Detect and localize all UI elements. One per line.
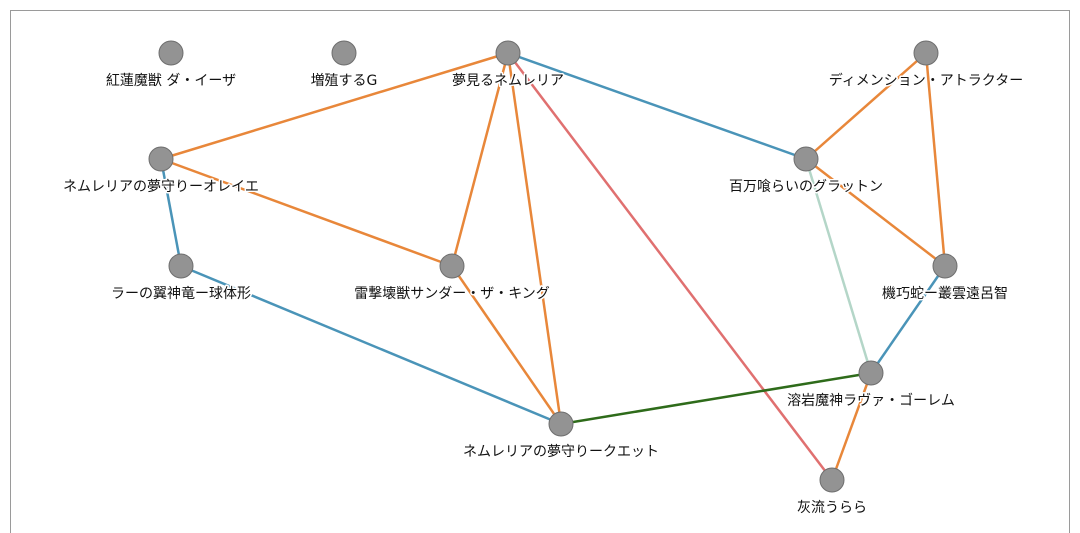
node-label-oreiye: ネムレリアの夢守りーオレイエ bbox=[63, 179, 259, 195]
node-label-thunder: 雷撃壊獣サンダー・ザ・キング bbox=[354, 286, 550, 302]
node-label-glutton: 百万喰らいのグラットン bbox=[729, 179, 883, 195]
edges-layer bbox=[159, 51, 947, 481]
edge-thunder-quetet bbox=[450, 265, 563, 425]
edge-kikoda-lava bbox=[869, 265, 947, 374]
edge-nemuleria-haiuru bbox=[507, 52, 833, 481]
edge-nemuleria-oreiye bbox=[160, 51, 509, 161]
node-lava[interactable] bbox=[858, 360, 884, 386]
edge-glutton-kikoda bbox=[805, 158, 946, 267]
labels-layer: 紅蓮魔獣 ダ・イーザ 増殖するG 夢見るネムレリア ディメンション・アトラクターネムレ… bbox=[62, 71, 1025, 518]
node-ra[interactable] bbox=[168, 253, 194, 279]
node-label-dimension: ディメンション・アトラクター bbox=[829, 72, 1023, 89]
node-label-nemuleria: 夢見るネムレリア bbox=[452, 73, 564, 89]
edge-lava-haiuru bbox=[830, 372, 873, 481]
edge-oreiye-thunder bbox=[160, 157, 453, 268]
edge-lava-quetet bbox=[560, 371, 872, 426]
node-haiuru[interactable] bbox=[819, 467, 845, 493]
node-quetet[interactable] bbox=[548, 411, 574, 437]
node-label-ra: ラーの翼神竜ー球体形 bbox=[111, 285, 251, 302]
node-label-quetet: ネムレリアの夢守りークエット bbox=[463, 444, 659, 460]
node-oreiye[interactable] bbox=[148, 146, 174, 172]
edge-dimension-kikoda bbox=[924, 52, 947, 267]
node-label-daiza: 紅蓮魔獣 ダ・イーザ bbox=[106, 73, 236, 89]
edge-nemuleria-thunder bbox=[450, 52, 510, 267]
node-label-zoshoku: 増殖するG bbox=[311, 72, 378, 89]
node-kikoda[interactable] bbox=[932, 253, 958, 279]
edge-dimension-glutton bbox=[805, 52, 927, 160]
node-glutton[interactable] bbox=[793, 146, 819, 172]
graph-frame bbox=[10, 10, 1070, 533]
node-nemuleria[interactable] bbox=[495, 40, 521, 66]
node-zoshoku[interactable] bbox=[331, 40, 357, 66]
edge-nemuleria-quetet bbox=[506, 52, 563, 425]
node-dimension[interactable] bbox=[913, 40, 939, 66]
node-daiza[interactable] bbox=[158, 40, 184, 66]
node-label-haiuru: 灰流うらら bbox=[797, 500, 867, 516]
nodes-layer bbox=[148, 40, 958, 493]
edge-oreiye-ra bbox=[159, 158, 183, 267]
node-thunder[interactable] bbox=[439, 253, 465, 279]
edge-ra-quetet bbox=[180, 264, 562, 426]
node-label-lava: 溶岩魔神ラヴァ・ゴーレム bbox=[787, 392, 955, 409]
node-label-kikoda: 機巧蛇ー叢雲遠呂智 bbox=[882, 286, 1008, 302]
edge-nemuleria-glutton bbox=[507, 51, 807, 161]
edge-glutton-lava bbox=[804, 158, 873, 374]
